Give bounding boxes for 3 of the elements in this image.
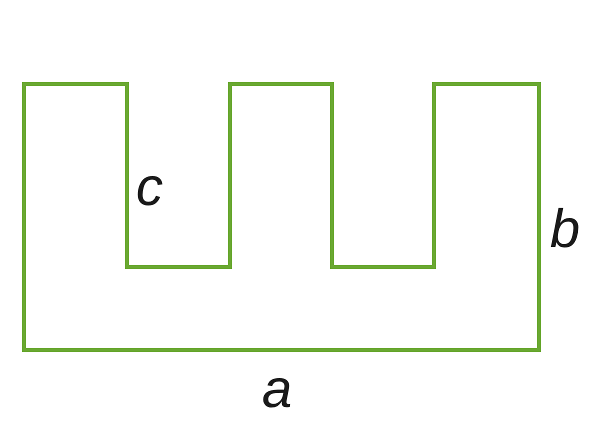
dimension-label: a <box>262 362 292 416</box>
dimension-label: b <box>550 202 580 256</box>
dimension-label: c <box>136 160 163 214</box>
